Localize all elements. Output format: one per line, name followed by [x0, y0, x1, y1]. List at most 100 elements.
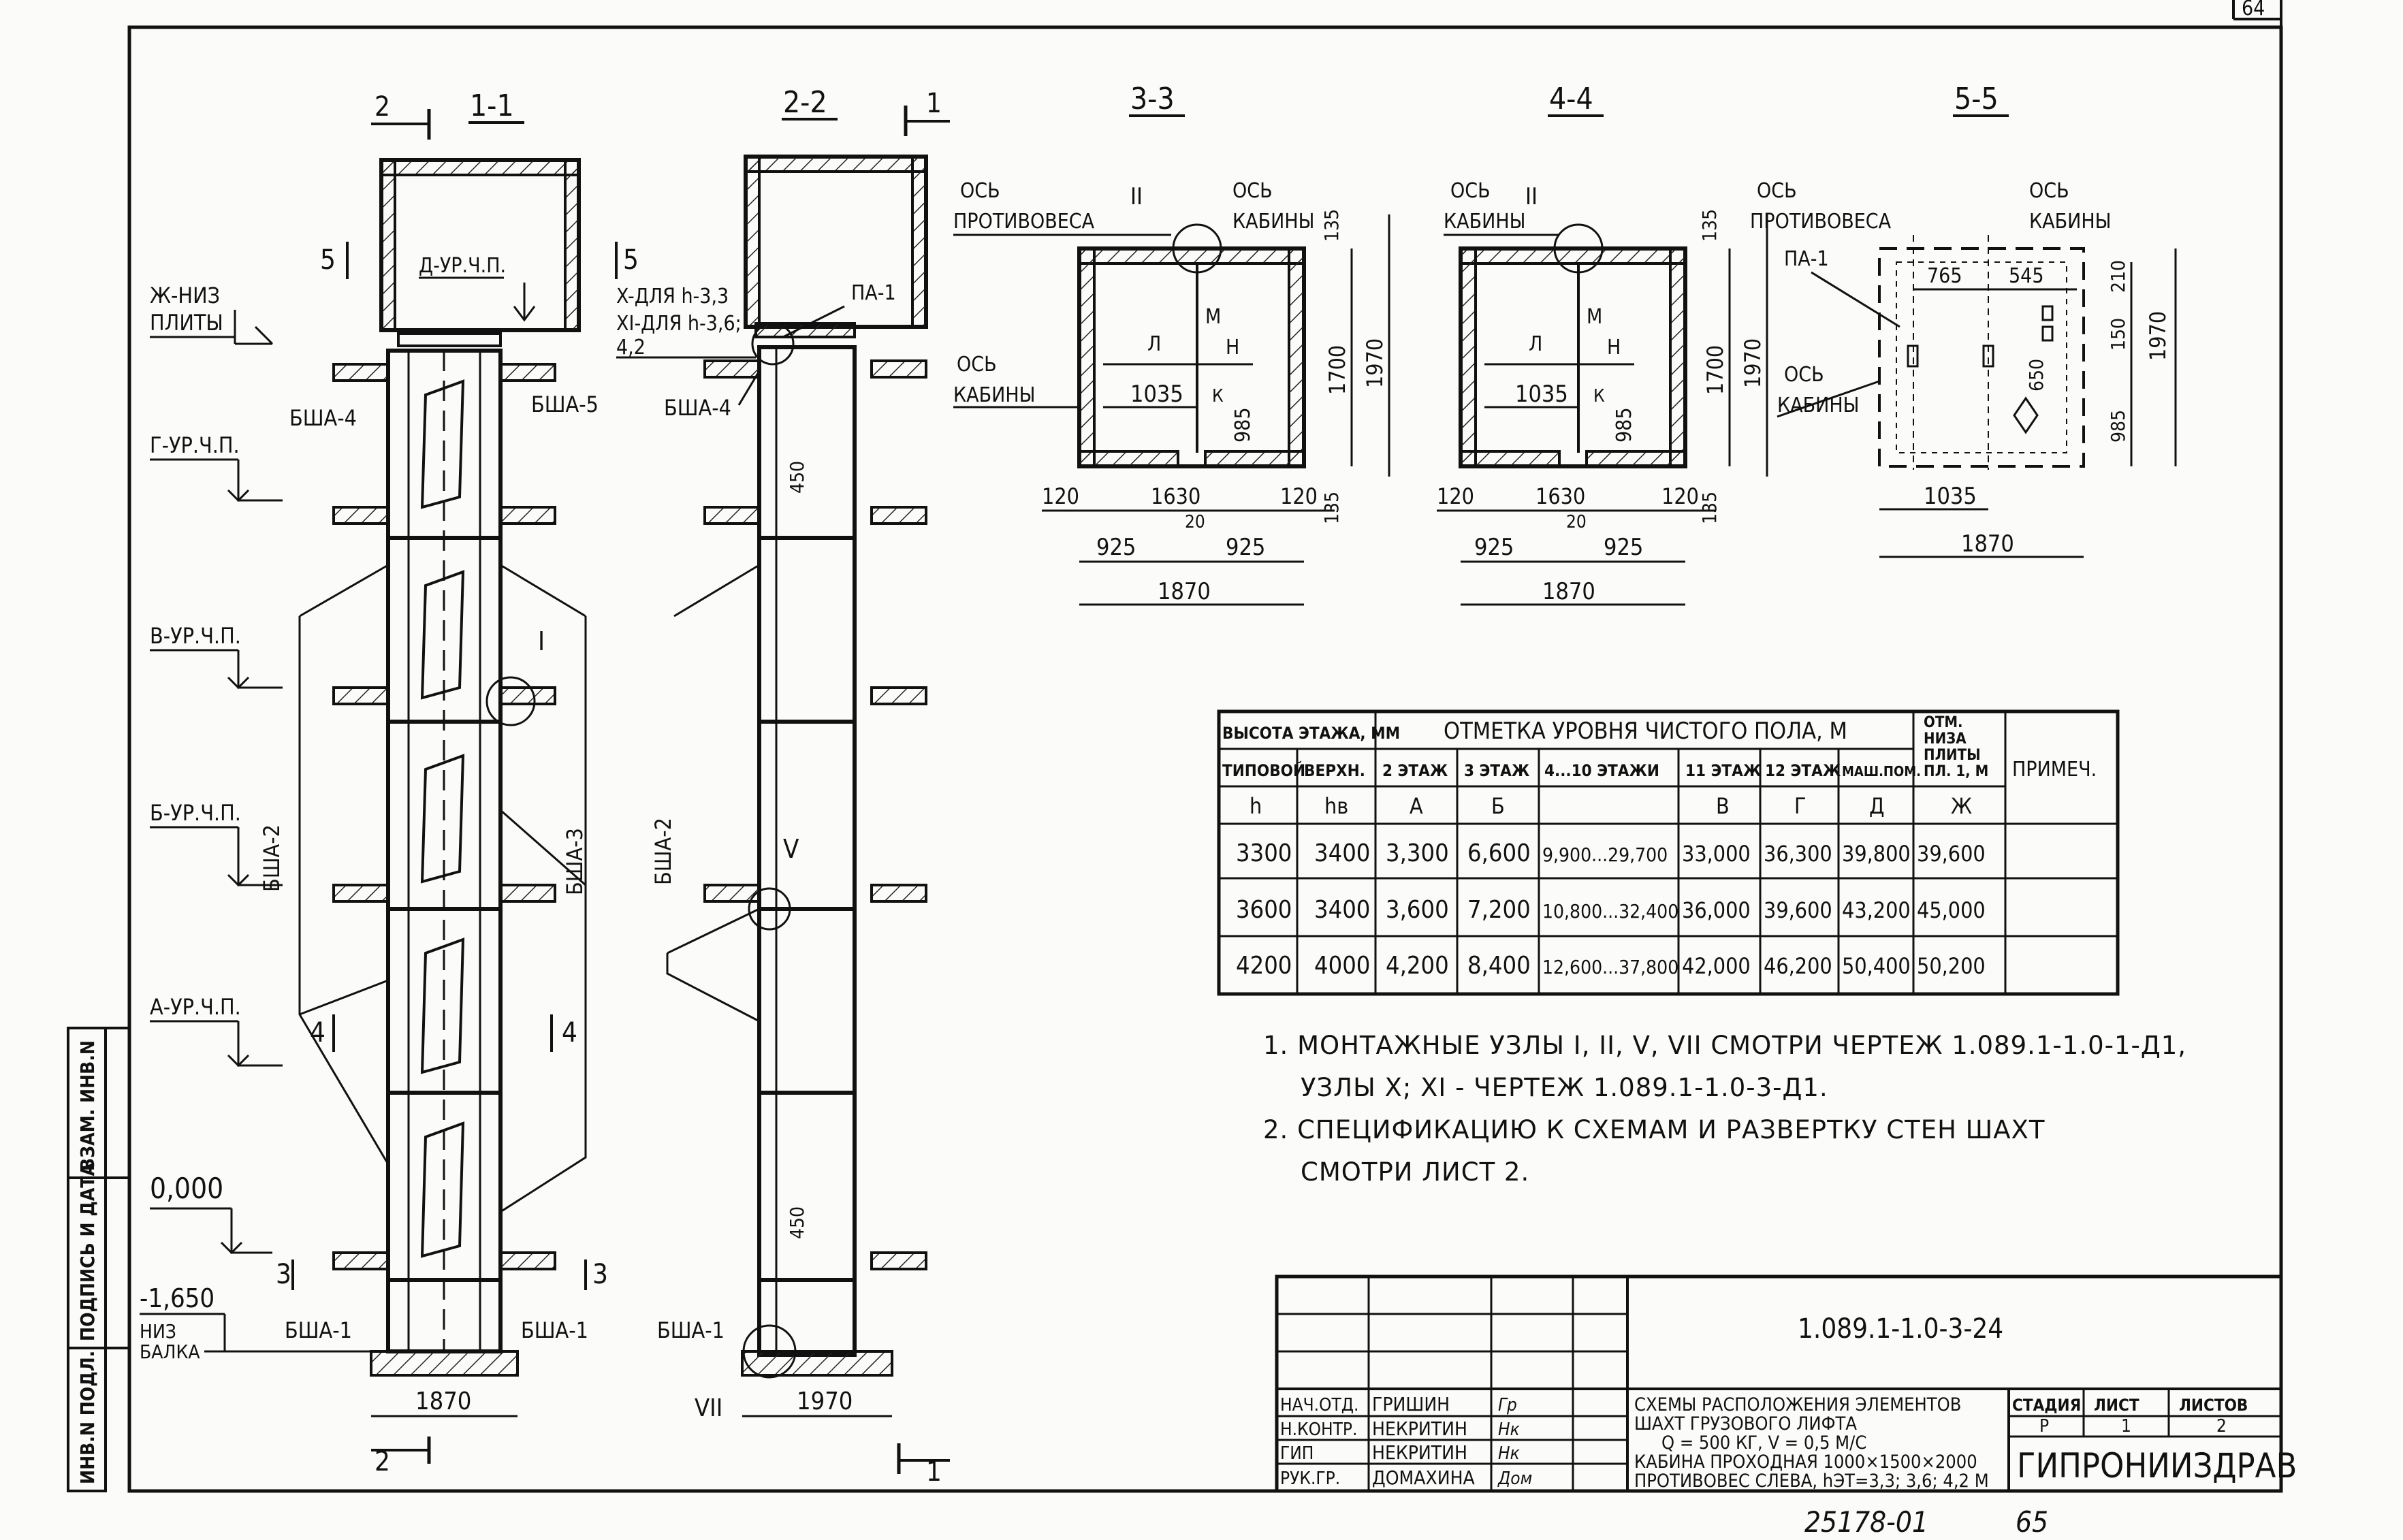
- doc-title-3: Q = 500 КГ, V = 0,5 М/С: [1661, 1432, 1866, 1454]
- section-title-2-2: 2-2: [783, 85, 827, 120]
- cut-mark-4-right: 4: [562, 1017, 577, 1048]
- label-bsha4-left: БША-4: [289, 405, 357, 431]
- doc-title-5: ПРОТИВОВЕС СЛЕВА, hЭТ=3,3; 3,6; 4,2 М: [1634, 1471, 1989, 1492]
- cell-r2-c1: 4000: [1314, 952, 1370, 980]
- dim-985-4: 985: [1612, 407, 1636, 443]
- dim-450-bottom: 450: [786, 1206, 808, 1239]
- table-group3-d: ПЛ. 1, М: [1924, 763, 1988, 780]
- dim-135-3b: 135: [1320, 492, 1343, 524]
- cell-r2-c6: 46,200: [1764, 953, 1832, 979]
- section-title-3-3: 3-3: [1130, 82, 1175, 116]
- cell-r2-c7: 50,400: [1842, 953, 1911, 979]
- person-0-sign: Гр: [1498, 1395, 1517, 1415]
- dim-925-3b: 925: [1226, 534, 1265, 561]
- cut-mark-5-left: 5: [320, 244, 336, 276]
- plan3-k: К: [1212, 386, 1224, 406]
- dim-120-4b: 120: [1661, 483, 1699, 509]
- os-kabiny-3b: КАБИНЫ: [1232, 210, 1314, 234]
- dim-135-4a: 135: [1698, 209, 1721, 242]
- dim-1700-4: 1700: [1702, 345, 1728, 395]
- cell-r0-c7: 39,800: [1842, 841, 1911, 867]
- stamp-podpis-data: ПОДПИСЬ И ДАТА: [76, 1163, 99, 1341]
- org-name: ГИПРОНИИЗДРАВ: [2017, 1446, 2297, 1486]
- person-2-role: ГИП: [1280, 1443, 1314, 1464]
- dim-210-5: 210: [2107, 260, 2129, 293]
- plan4-m: M: [1587, 305, 1602, 329]
- cell-r1-c7: 43,200: [1842, 897, 1911, 923]
- label-bsha1-2: БША-1: [657, 1317, 725, 1343]
- os-kabiny-3d: КАБИНЫ: [953, 383, 1035, 407]
- doc-code: 1.089.1-1.0-3-24: [1798, 1313, 2003, 1345]
- cell-r0-c3: 6,600: [1467, 839, 1531, 867]
- dim-925-4a: 925: [1474, 534, 1514, 561]
- level-b-label: Б-УР.Ч.П.: [150, 800, 241, 826]
- table-letter-3: Б: [1491, 793, 1505, 819]
- table-group1: ВЫСОТА ЭТАЖА, ММ: [1222, 724, 1400, 743]
- level-zh-label: Ж-НИЗ: [150, 283, 220, 308]
- table-letter-6: Г: [1794, 793, 1807, 819]
- plan-5-5: 5-5 ОСЬ ПРОТИВОВЕСА ОСЬ КАБИНЫ ПА-1 765 …: [1750, 82, 2177, 558]
- table-sub-5: 11 ЭТАЖ: [1685, 761, 1762, 780]
- table-sub-3: 3 ЭТАЖ: [1464, 761, 1530, 780]
- dim-545-5: 545: [2009, 264, 2044, 288]
- level-a-label: А-УР.Ч.П.: [150, 994, 241, 1020]
- table-letter-5: В: [1716, 793, 1730, 819]
- floor-slabs-1-1: [332, 363, 556, 1270]
- table-sub-4: 4...10 ЭТАЖИ: [1544, 761, 1659, 780]
- os-protivovesa-3: ОСЬ: [960, 179, 1000, 203]
- level-minus-label: -1,650: [140, 1283, 214, 1313]
- level-niz-label: НИЗ: [140, 1320, 176, 1343]
- cut-mark-3-left: 3: [276, 1259, 291, 1290]
- person-1-role: Н.КОНТР.: [1280, 1419, 1357, 1440]
- dim-135-4b: 135: [1698, 492, 1721, 524]
- dim-135-3a: 135: [1320, 209, 1343, 242]
- note-1: 1. МОНТАЖНЫЕ УЗЛЫ I, II, V, VII СМОТРИ Ч…: [1263, 1031, 2187, 1060]
- os-kabiny-5b: КАБИНЫ: [2029, 210, 2111, 234]
- person-3-sign: Дом: [1497, 1469, 1532, 1489]
- cell-r0-c1: 3400: [1314, 839, 1370, 867]
- cut-mark-4-left: 4: [310, 1017, 325, 1048]
- dim-1870-section: 1870: [415, 1387, 471, 1415]
- dim-1700-3: 1700: [1324, 345, 1350, 395]
- dim-925-3a: 925: [1096, 534, 1136, 561]
- dim-1870-3: 1870: [1158, 578, 1211, 605]
- sheet-value: 1: [2121, 1416, 2131, 1437]
- node-II-4: II: [1525, 183, 1538, 210]
- node-XI-2: 4,2: [616, 336, 646, 359]
- dim-1970-5: 1970: [2145, 311, 2171, 361]
- dim-20-3: 20: [1185, 512, 1205, 532]
- cell-r1-c1: 3400: [1314, 896, 1370, 924]
- dim-20-4: 20: [1566, 512, 1587, 532]
- table-sub-0: ТИПОВОЙ: [1222, 760, 1305, 780]
- table-letter-8: Ж: [1951, 793, 1972, 819]
- table-letter-7: Д: [1869, 793, 1885, 819]
- cell-r1-c6: 39,600: [1764, 897, 1832, 923]
- dim-1970-4: 1970: [1740, 338, 1766, 388]
- cell-r1-c8: 45,000: [1917, 897, 1986, 923]
- stamp-vzam-inv: ВЗАМ. ИНВ.N: [76, 1040, 99, 1171]
- label-bsha3: БША-3: [562, 828, 588, 895]
- table-group3-b: НИЗА: [1924, 731, 1967, 748]
- stage-label: СТАДИЯ: [2012, 1396, 2081, 1415]
- cell-r1-c5: 36,000: [1682, 897, 1751, 923]
- corner-number: 64: [2242, 0, 2265, 20]
- label-bsha1-left: БША-1: [285, 1317, 352, 1343]
- sheet-label: ЛИСТ: [2094, 1396, 2139, 1415]
- person-2-sign: Нк: [1498, 1443, 1520, 1464]
- os-kabiny-5: ОСЬ: [2029, 179, 2069, 203]
- os-kabiny-5c: ОСЬ: [1784, 363, 1824, 387]
- general-notes: 1. МОНТАЖНЫЕ УЗЛЫ I, II, V, VII СМОТРИ Ч…: [1263, 1025, 2187, 1193]
- table-sub-2: 2 ЭТАЖ: [1382, 761, 1448, 780]
- os-kabiny-4b: КАБИНЫ: [1444, 210, 1525, 234]
- plan-3-3: 3-3 ОСЬ ПРОТИВОВЕСА ОСЬ КАБИНЫ II ОСЬ КА…: [953, 82, 1390, 606]
- doc-title-2: ШАХТ ГРУЗОВОГО ЛИФТА: [1634, 1413, 1857, 1434]
- person-0-name: ГРИШИН: [1372, 1393, 1450, 1415]
- table-sub-1: ВЕРХН.: [1304, 761, 1365, 780]
- person-2-name: НЕКРИТИН: [1372, 1441, 1467, 1464]
- cell-r1-c0: 3600: [1236, 896, 1292, 924]
- os-kabiny-5d: КАБИНЫ: [1777, 394, 1859, 417]
- dim-1035-3: 1035: [1130, 381, 1183, 408]
- stage-value: Р: [2039, 1416, 2049, 1437]
- dim-765-5: 765: [1927, 264, 1962, 288]
- plan3-l: Л: [1147, 332, 1161, 356]
